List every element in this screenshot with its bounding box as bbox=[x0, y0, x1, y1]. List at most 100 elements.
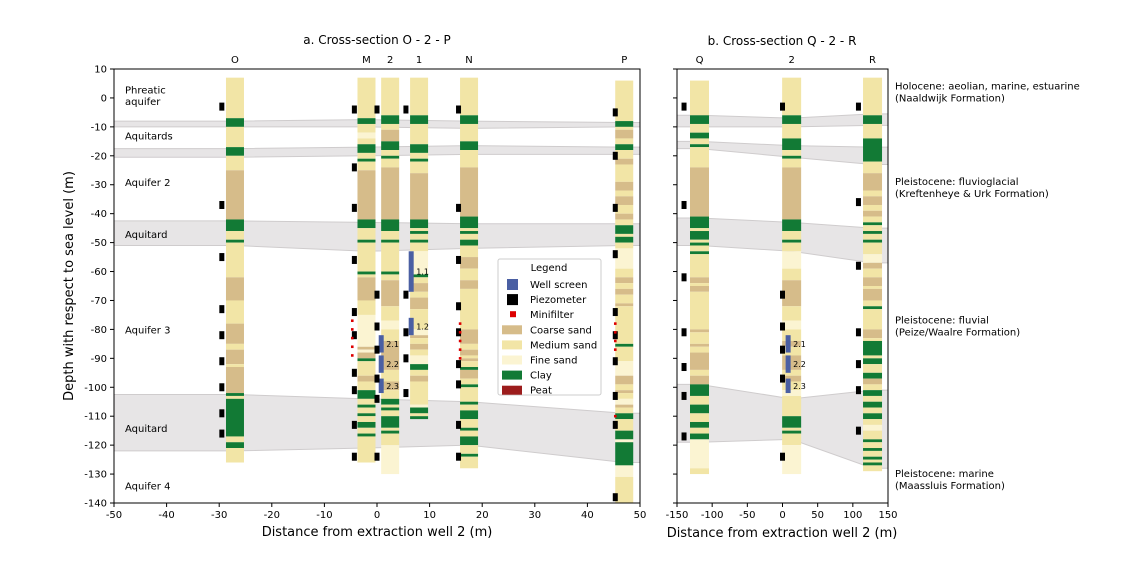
borehole-layer-N-7 bbox=[460, 228, 479, 232]
borehole-layer-R-22 bbox=[863, 288, 883, 301]
borehole-layer-R-36 bbox=[863, 395, 883, 402]
unit-label-5: Aquifer 3 bbox=[125, 325, 170, 336]
y-tick-label-11: -100 bbox=[84, 383, 107, 394]
borehole-layer-Q-19 bbox=[690, 291, 710, 330]
borehole-layer-P-5 bbox=[615, 144, 634, 151]
y-tick-label-10: -90 bbox=[91, 354, 107, 365]
borehole-layer-2-29 bbox=[381, 430, 400, 434]
well-name-a-2: 2 bbox=[387, 55, 393, 66]
piezometer-b-2-6 bbox=[855, 426, 861, 435]
borehole-layer-P-35 bbox=[615, 404, 634, 408]
borehole-layer-M-0 bbox=[357, 77, 376, 119]
borehole-layer-1-5 bbox=[410, 158, 429, 162]
borehole-layer-N-12 bbox=[460, 257, 479, 269]
legend-label-fine_sand: Fine sand bbox=[530, 356, 578, 367]
borehole-layer-R-32 bbox=[863, 372, 883, 379]
borehole-layer-R-0 bbox=[863, 77, 883, 116]
piezometer-b-1-2 bbox=[780, 322, 785, 331]
formation-labels: Holocene: aeolian, marine, estuarine(Naa… bbox=[895, 81, 1080, 492]
borehole-layer-R-15 bbox=[863, 239, 883, 243]
borehole-layer-M-28 bbox=[357, 404, 376, 408]
piezometer-a-1-3 bbox=[351, 255, 357, 264]
borehole-layer-O-22 bbox=[225, 448, 244, 463]
borehole-layer-Q-21 bbox=[690, 332, 710, 344]
borehole-layer-N-28 bbox=[460, 404, 479, 411]
borehole-layer-2-0 bbox=[381, 77, 400, 116]
borehole-layer-R-25 bbox=[863, 309, 883, 330]
borehole-layer-R-48 bbox=[863, 459, 883, 463]
borehole-layer-R-27 bbox=[863, 338, 883, 341]
borehole-layer-N-30 bbox=[460, 419, 479, 428]
aquitard-band-a-2 bbox=[113, 220, 641, 252]
borehole-layer-M-4 bbox=[357, 138, 376, 145]
panel-a-aquitard-bands bbox=[113, 119, 641, 463]
piezometer-b-2-4 bbox=[855, 360, 861, 369]
borehole-layer-2b-4 bbox=[782, 150, 802, 156]
borehole-layer-M-30 bbox=[357, 413, 376, 417]
borehole-layer-2-16 bbox=[381, 306, 400, 321]
x-tick-label-a-8: 30 bbox=[528, 510, 541, 521]
borehole-layer-O-21 bbox=[225, 442, 244, 449]
borehole-layer-Q-11 bbox=[690, 239, 710, 243]
borehole-layer-N-35 bbox=[460, 453, 479, 457]
legend-label-well_screen: Well screen bbox=[530, 280, 587, 291]
borehole-layer-2-3 bbox=[381, 129, 400, 142]
minifilter-a-1-2 bbox=[458, 339, 462, 343]
borehole-layer-1-28 bbox=[410, 369, 429, 376]
borehole-layer-2b-16 bbox=[782, 320, 802, 330]
borehole-layer-1-29 bbox=[410, 375, 429, 382]
minifilter-a-1-1 bbox=[458, 330, 462, 334]
piezometer-a-2-4 bbox=[374, 374, 380, 383]
x-tick-label-a-1: -40 bbox=[158, 510, 174, 521]
borehole-layer-N-4 bbox=[460, 150, 479, 168]
borehole-layer-M-29 bbox=[357, 407, 376, 414]
piezometer-b-2-3 bbox=[855, 328, 861, 337]
borehole-layer-N-18 bbox=[460, 349, 479, 356]
x-tick-label-b-5: 100 bbox=[843, 510, 862, 521]
borehole-layer-Q-32 bbox=[690, 427, 710, 434]
legend-swatch-fine_sand bbox=[502, 355, 522, 365]
piezometer-a-0-0 bbox=[219, 102, 225, 111]
borehole-layer-N-29 bbox=[460, 410, 479, 420]
borehole-layer-2-1 bbox=[381, 115, 400, 124]
piezometer-a-3-2 bbox=[403, 328, 409, 337]
legend-swatch-piezometer bbox=[507, 294, 518, 306]
borehole-layer-R-6 bbox=[863, 190, 883, 197]
borehole-layer-P-34 bbox=[615, 398, 634, 405]
borehole-layer-Q-35 bbox=[690, 468, 710, 475]
borehole-layer-M-31 bbox=[357, 416, 376, 422]
well-name-a-5: P bbox=[621, 55, 627, 66]
borehole-layer-2b-9 bbox=[782, 231, 802, 240]
borehole-layer-P-36 bbox=[615, 407, 634, 414]
borehole-layer-2-14 bbox=[381, 274, 400, 281]
borehole-layer-N-1 bbox=[460, 115, 479, 124]
borehole-layer-P-30 bbox=[615, 375, 634, 385]
piezometer-b-1-1 bbox=[780, 290, 785, 299]
aquitard-band-a-3 bbox=[113, 394, 641, 463]
borehole-layer-1-15 bbox=[410, 274, 429, 278]
x-tick-label-a-2: -30 bbox=[211, 510, 227, 521]
panel-a-ylabel: Depth with respect to sea level (m) bbox=[62, 171, 77, 401]
borehole-layer-N-23 bbox=[460, 369, 479, 379]
borehole-layer-M-23 bbox=[357, 361, 376, 376]
borehole-layer-M-10 bbox=[357, 219, 376, 229]
aquitard-band-a-0 bbox=[113, 119, 641, 129]
borehole-layer-M-33 bbox=[357, 427, 376, 434]
borehole-layer-O-6 bbox=[225, 219, 244, 232]
well-name-b-2: R bbox=[869, 55, 876, 66]
borehole-layer-N-3 bbox=[460, 141, 479, 151]
x-tick-label-a-0: -50 bbox=[106, 510, 122, 521]
legend-swatch-coarse_sand bbox=[502, 325, 522, 335]
borehole-layer-Q-18 bbox=[690, 286, 710, 292]
borehole-layer-2b-8 bbox=[782, 219, 802, 232]
borehole-layer-2b-29 bbox=[782, 433, 802, 446]
piezometer-b-0-6 bbox=[681, 432, 687, 441]
borehole-layer-P-2 bbox=[615, 126, 634, 130]
borehole-layer-O-12 bbox=[225, 323, 244, 344]
piezometer-a-0-5 bbox=[219, 357, 225, 366]
borehole-layer-2b-12 bbox=[782, 251, 802, 269]
borehole-layer-1-11 bbox=[410, 233, 429, 240]
piezometer-a-1-1 bbox=[351, 163, 357, 172]
borehole-layer-P-15 bbox=[615, 225, 634, 234]
